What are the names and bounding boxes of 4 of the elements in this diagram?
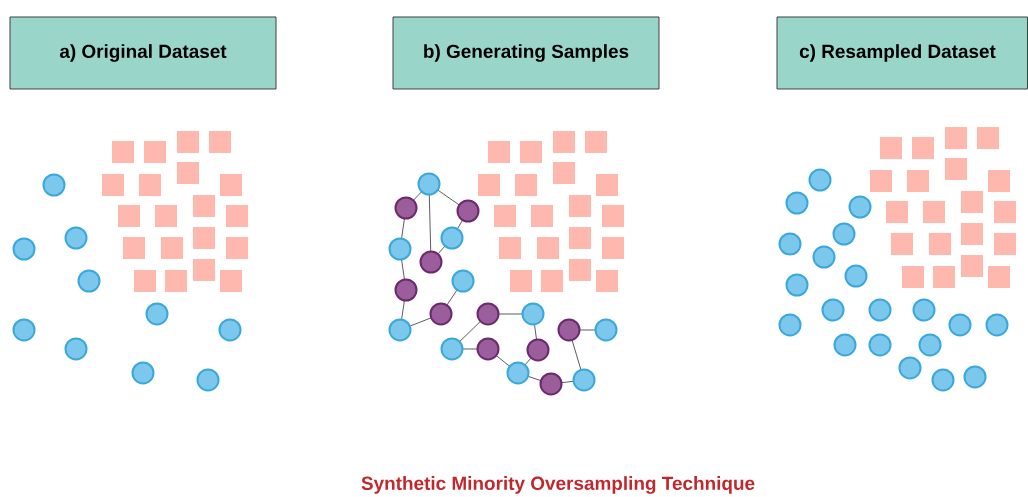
header-box: c) Resampled Dataset	[776, 16, 1028, 90]
header-box: a) Original Dataset	[9, 16, 277, 90]
header-box: b) Generating Samples	[392, 16, 660, 90]
caption: Synthetic Minority Oversampling Technique	[361, 476, 755, 494]
